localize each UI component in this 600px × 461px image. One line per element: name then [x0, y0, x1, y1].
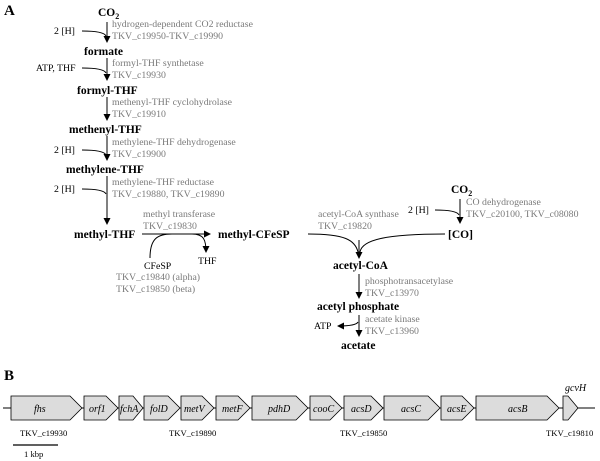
cofactor-2h-1: 2 [H] [54, 26, 75, 37]
gene-fhs [10, 395, 83, 421]
enzyme-7-genes: TKV_c19820 [318, 221, 372, 232]
gene-acsd [343, 395, 384, 421]
compound-methenyl-thf: methenyl-THF [69, 124, 142, 136]
enzyme-7-name: acetyl-CoA synthase [318, 209, 399, 220]
gene-label-fold: folD [150, 404, 169, 415]
cofactor-2h-4: 2 [H] [54, 184, 75, 195]
enzyme-5-genes: TKV_c19880, TKV_c19890 [112, 189, 225, 200]
enzyme-10-name: acetate kinase [365, 314, 420, 325]
enzyme-4-genes: TKV_c19900 [112, 149, 166, 160]
gene-label-acsd: acsD [351, 404, 372, 415]
cofactor-atp: ATP [314, 321, 332, 332]
panel-label-a: A [4, 3, 15, 19]
arrow-h1-in [81, 30, 107, 37]
locus-tag-4: TKV_c19810 [546, 428, 593, 438]
gene-acsb [475, 395, 560, 421]
panel-label-b: B [4, 368, 14, 384]
compound-formyl-thf: formyl-THF [77, 85, 138, 97]
compound-methyl-thf: methyl-THF [74, 229, 135, 241]
arrow-h3-in [81, 149, 107, 156]
gene-label-fcha: fchA [120, 404, 139, 415]
arrow-methylcfesp-acetylcoa [307, 233, 359, 253]
gene-acse [440, 395, 475, 421]
gene-label-orf1: orf1 [89, 404, 106, 415]
compound-co2-top: CO2 [98, 7, 119, 21]
gene-metv [180, 395, 215, 421]
gene-gcvh [562, 395, 579, 421]
gene-label-metf: metF [222, 404, 243, 415]
arrow-cfesp-in [149, 233, 173, 259]
compound-co2-right: CO2 [451, 184, 472, 198]
compound-acetyl-phosphate: acetyl phosphate [317, 301, 399, 313]
gene-label-fhs: fhs [34, 404, 46, 415]
gene-label-cooc: cooC [313, 404, 334, 415]
cofactor-cfesp: CFeSP [144, 261, 172, 272]
compound-methylene-thf: methylene-THF [66, 164, 144, 176]
enzyme-8-name: CO dehydrogenase [466, 197, 541, 208]
enzyme-9-genes: TKV_c13970 [365, 288, 419, 299]
gene-metf [215, 395, 251, 421]
locus-tag-2: TKV_c19890 [169, 428, 216, 438]
enzyme-2-genes: TKV_c19930 [112, 70, 166, 81]
gene-acsc [383, 395, 441, 421]
enzyme-1-name: hydrogen-dependent CO2 reductase [112, 19, 254, 30]
arrow-h4-in [81, 188, 107, 195]
enzyme-6-name: methyl transferase [143, 209, 216, 220]
gene-label-acsc: acsC [401, 404, 421, 415]
gene-fold [143, 395, 181, 421]
arrow-co-acetylcoa [359, 233, 446, 253]
enzyme-2-name: formyl-THF synthetase [112, 58, 204, 69]
enzyme-9-name: phosphotransacetylase [365, 276, 454, 287]
scale-bar-label: 1 kbp [24, 449, 43, 459]
gene-orf1 [83, 395, 119, 421]
compound-methyl-cfesp: methyl-CFeSP [218, 229, 290, 241]
locus-tag-1: TKV_c19930 [20, 428, 67, 438]
arrow-atp-in [81, 67, 107, 74]
gene-label-pdhd: pdhD [267, 404, 291, 415]
compound-formate: formate [84, 46, 123, 58]
locus-tag-3: TKV_c19850 [340, 428, 387, 438]
gene-label-acsb: acsB [508, 404, 527, 415]
enzyme-3-genes: TKV_c19910 [112, 109, 166, 120]
cofactor-2h-2: 2 [H] [408, 205, 429, 216]
compound-acetate: acetate [341, 340, 375, 352]
enzyme-6-alpha: TKV_c19840 (alpha) [116, 272, 200, 283]
gene-label-acse: acsE [447, 404, 466, 415]
enzyme-1-genes: TKV_c19950-TKV_c19990 [112, 31, 223, 42]
cofactor-thf: THF [198, 256, 217, 267]
cofactor-atp-thf: ATP, THF [36, 63, 76, 74]
arrow-atp-out [337, 321, 359, 330]
compound-acetyl-coa: acetyl-CoA [333, 260, 389, 272]
enzyme-3-name: methenyl-THF cyclohydrolase [112, 97, 233, 108]
enzyme-6-genes: TKV_c19830 [143, 221, 197, 232]
enzyme-6-beta: TKV_c19850 (beta) [116, 284, 195, 295]
gene-label-gcvh: gcvH [565, 383, 587, 394]
enzyme-10-genes: TKV_c13960 [365, 326, 419, 337]
enzyme-4-name: methylene-THF dehydrogenase [112, 137, 236, 148]
gene-cooc [309, 395, 343, 421]
enzyme-8-genes: TKV_c20100, TKV_c08080 [466, 209, 579, 220]
cofactor-2h-3: 2 [H] [54, 145, 75, 156]
enzyme-5-name: methylene-THF reductase [112, 177, 215, 188]
gene-label-metv: metV [184, 404, 206, 415]
arrow-h2-in [434, 209, 460, 216]
compound-co: [CO] [448, 229, 473, 241]
gene-pdhd [251, 395, 309, 421]
arrow-thf-out [191, 233, 210, 253]
gene-fcha [118, 395, 144, 421]
